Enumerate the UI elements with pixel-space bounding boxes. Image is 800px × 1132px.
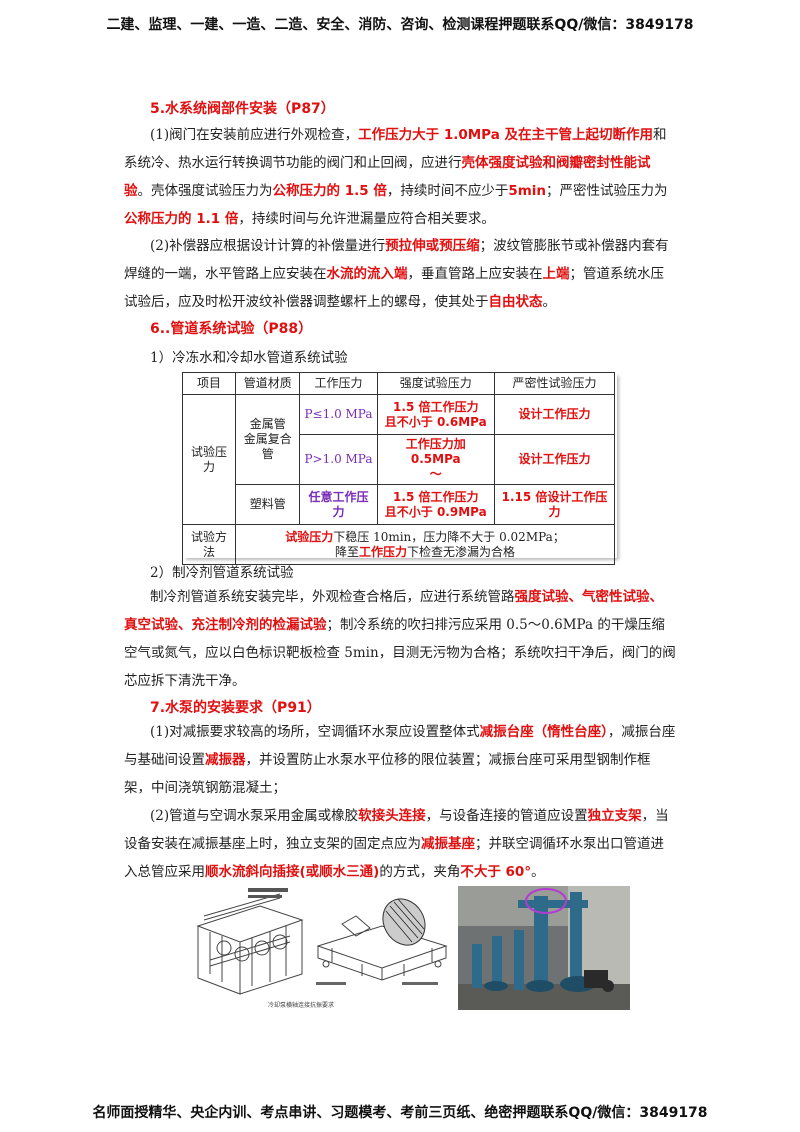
cell-r2-strength: 工作压力加 0.5MPa～ (376, 434, 495, 485)
subsection-chilled-water: 1）冷冻水和冷却水管道系统试验 (150, 350, 348, 366)
th-strength-pressure: 强度试验压力 (376, 372, 495, 395)
page-header: 二建、监理、一建、一造、二造、安全、消防、咨询、检测课程押题联系QQ/微信：38… (106, 17, 694, 33)
section-7-paragraph-1: (1)对减振要求较高的场所，空调循环水泵应设置整体式减振台座（惰性台座），减振台… (124, 724, 676, 796)
inertia-base-drawing (312, 886, 452, 996)
cell-r1-strength: 1.5 倍工作压力且不小于 0.6MPa (376, 394, 495, 435)
cell-r3-strength: 1.5 倍工作压力且不小于 0.9MPa (376, 484, 495, 525)
pump-skid-drawing (190, 886, 310, 996)
cell-r3-tightness: 1.15 倍设计工作压力 (493, 484, 616, 525)
section-5-paragraph-2: (2)补偿器应根据设计计算的补偿量进行预拉伸或预压缩；波纹管膨胀节或补偿器内套有… (124, 238, 669, 310)
section-5-title: 5.水系统阀部件安装（P87） (150, 101, 335, 117)
pressure-test-table: 项目 管道材质 工作压力 强度试验压力 严密性试验压力 试验压力 金属管金属复合… (181, 372, 616, 565)
cell-r3-work: 任意工作压力 (299, 484, 378, 525)
section-6-title: 6..管道系统试验（P88） (150, 321, 313, 337)
cell-plastic-pipe: 塑料管 (235, 484, 301, 525)
cell-r1-work: P≤1.0 MPa (299, 394, 378, 435)
subsection-refrigerant: 2）制冷剂管道系统试验 (150, 565, 294, 581)
th-work-pressure: 工作压力 (299, 372, 378, 395)
th-item: 项目 (181, 372, 237, 395)
row-label-test-pressure: 试验压力 (181, 394, 237, 525)
page-footer: 名师面授精华、央企内训、考点串讲、习题模考、考前三页纸、绝密押题联系QQ/微信：… (92, 1105, 708, 1121)
cell-r1-tightness: 设计工作压力 (493, 394, 616, 435)
th-material: 管道材质 (235, 372, 301, 395)
section-7-paragraph-2: (2)管道与空调水泵采用金属或橡胶软接头连接，与设备连接的管道应设置独立支架，当… (124, 808, 669, 880)
section-5-paragraph-1: (1)阀门在安装前应进行外观检查，工作压力大于 1.0MPa 及在主干管上起切断… (124, 127, 668, 227)
figure-caption: 冷却泵横轴连接抗振要求 (268, 1002, 335, 1009)
pump-room-photo (458, 886, 630, 1010)
cell-r2-tightness: 设计工作压力 (493, 434, 616, 485)
row-label-test-method: 试验方法 (181, 524, 237, 565)
cell-metal-pipe: 金属管金属复合管 (235, 394, 301, 485)
cell-r2-work: P>1.0 MPa (299, 434, 378, 485)
cell-test-method: 试验压力下稳压 10min，压力降不大于 0.02MPa；降至工作压力下检查无渗… (235, 524, 615, 565)
section-7-title: 7.水泵的安装要求（P91） (150, 700, 321, 716)
th-tightness-pressure: 严密性试验压力 (493, 372, 616, 395)
section-6-paragraph-refrigerant: 制冷剂管道系统安装完毕，外观检查合格后，应进行系统管路强度试验、气密性试验、真空… (124, 589, 676, 689)
